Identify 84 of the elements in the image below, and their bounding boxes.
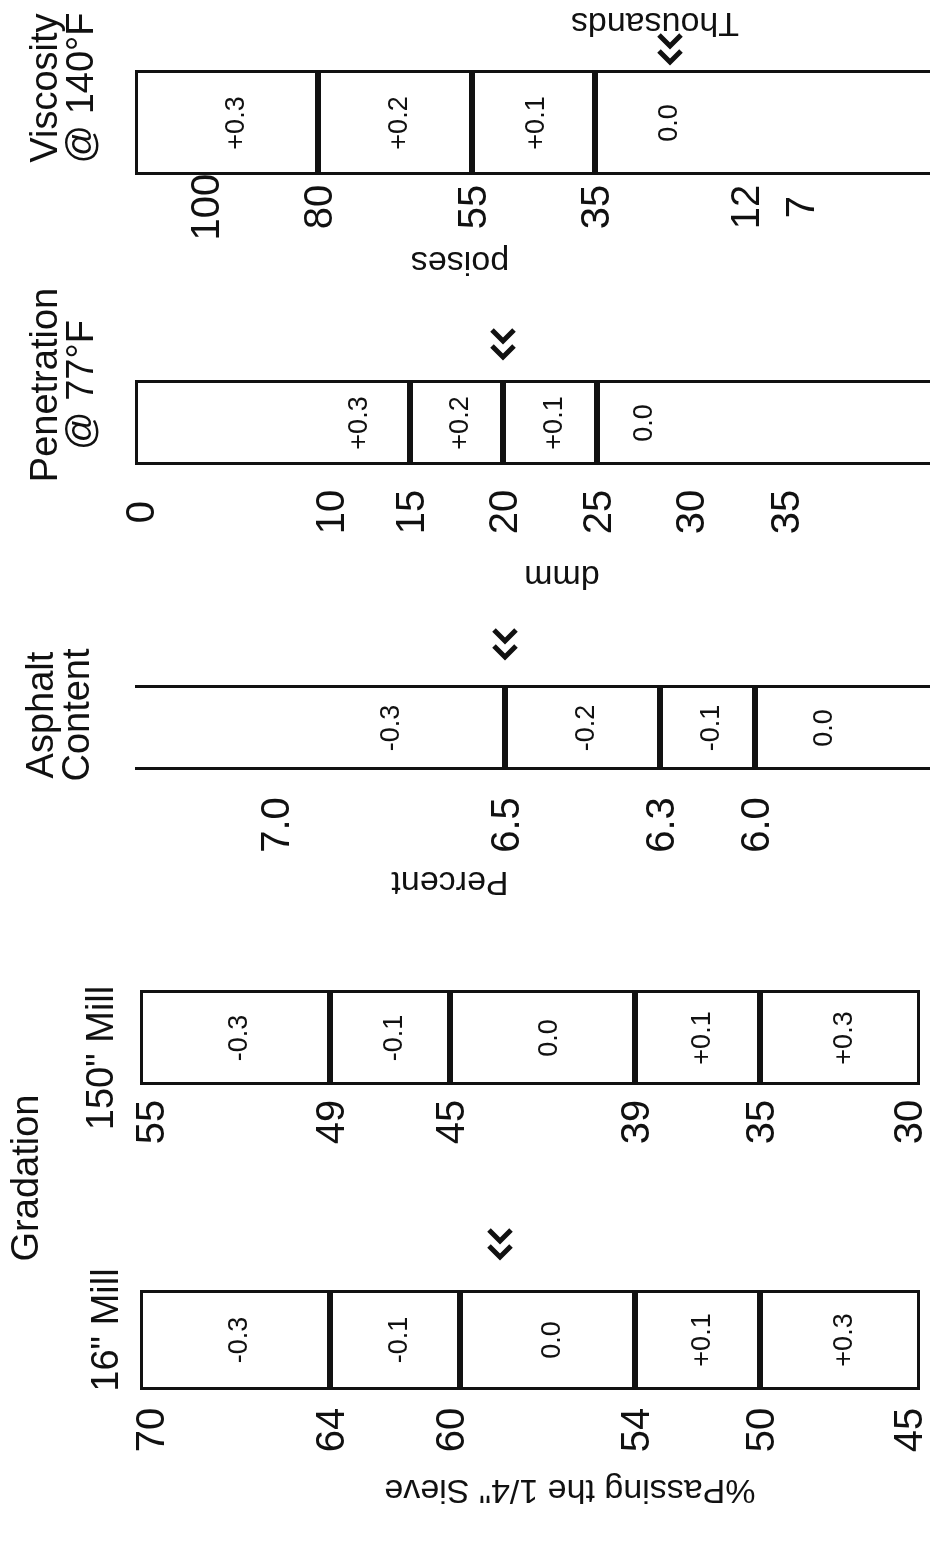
adjustment-value: +0.2 [384, 95, 412, 150]
scale-number: 30 [888, 1099, 928, 1145]
adjustment-value: -0.3 [224, 1014, 252, 1061]
scale-number: 35 [765, 489, 805, 535]
scale-number: 15 [390, 489, 430, 535]
scale-number: 45 [430, 1099, 470, 1145]
scale-number: 54 [615, 1407, 655, 1453]
scale-number: 30 [670, 489, 710, 535]
scale-segment [135, 380, 410, 465]
scale-number: 12 [725, 184, 765, 230]
scale-number: 55 [452, 184, 492, 230]
scale-number: 70 [130, 1407, 170, 1453]
adjustment-value: +0.1 [539, 395, 567, 450]
scale-number: 50 [740, 1407, 780, 1453]
scale-segment [330, 990, 450, 1085]
scale-number: 35 [575, 184, 615, 230]
scale-number: 39 [615, 1099, 655, 1145]
scale-number: 35 [740, 1099, 780, 1145]
scale-segment [460, 1290, 635, 1390]
adjustment-value: +0.1 [521, 95, 549, 150]
adjustment-value: +0.2 [445, 395, 473, 450]
panel-subtitle: 150" Mill [81, 985, 119, 1131]
scale-segment [472, 70, 595, 175]
scale-number: 0 [120, 500, 160, 524]
scale-segment [760, 1290, 920, 1390]
adjustment-value: -0.1 [384, 1316, 412, 1364]
scale-number: 6.0 [735, 797, 775, 853]
adjustment-value: -0.2 [571, 704, 599, 751]
axis-unit-label: Percent [391, 867, 509, 901]
scale-number: 7.0 [255, 797, 295, 853]
scale-segment [410, 380, 503, 465]
adjustment-value: 0.0 [534, 1018, 562, 1057]
adjustment-value: -0.3 [376, 704, 404, 751]
panel-subtitle: 16" Mill [86, 1268, 124, 1392]
scale-number: 6.5 [485, 797, 525, 853]
scale-number: 45 [888, 1407, 928, 1453]
scale-segment [330, 1290, 460, 1390]
adjustment-value: -0.1 [379, 1014, 407, 1061]
adjustment-value: +0.1 [687, 1010, 715, 1065]
scale-segment [140, 1290, 330, 1390]
adjustment-value: +0.3 [344, 395, 372, 450]
scale-number: 25 [577, 489, 617, 535]
adjustment-value: -0.1 [696, 704, 724, 751]
adjustment-value: 0.0 [809, 708, 837, 747]
scale-number: 10 [310, 489, 350, 535]
scale-segment [595, 70, 930, 175]
adjustment-value: 0.0 [654, 103, 682, 142]
scale-number: 55 [130, 1099, 170, 1145]
adjustment-value: +0.3 [221, 95, 249, 150]
scale-number: 7 [780, 195, 820, 219]
panel-title: Gradation [6, 1094, 44, 1262]
panel-title: Asphalt Content [21, 647, 95, 784]
scale-segment [135, 685, 505, 770]
scale-segment [135, 70, 318, 175]
scale-number: 20 [483, 489, 523, 535]
scale-number: 49 [310, 1099, 350, 1145]
scale-segment [660, 685, 755, 770]
scale-segment [503, 380, 597, 465]
adjustment-value: 0.0 [629, 403, 657, 442]
adjustment-value: +0.3 [829, 1313, 857, 1367]
adjustment-value: 0.0 [537, 1321, 565, 1359]
scale-segment [755, 685, 930, 770]
axis-unit-label: dmm [524, 561, 600, 595]
axis-unit-label: poises [410, 247, 510, 281]
scale-segment [597, 380, 930, 465]
adjustment-value: +0.3 [829, 1010, 857, 1065]
panel-title: Viscosity @ 140°F [25, 11, 99, 166]
scale-number: 100 [185, 173, 225, 241]
scale-number: 6.3 [640, 797, 680, 853]
scale-number: 64 [310, 1407, 350, 1453]
adjustment-value: -0.3 [224, 1316, 252, 1364]
panel-title: Penetration @ 77°F [25, 286, 99, 485]
scale-segment [760, 990, 920, 1085]
scale-segment [140, 990, 330, 1085]
scale-segment [318, 70, 472, 175]
axis-unit-label: Thousands [570, 8, 740, 42]
adjustment-value: +0.1 [687, 1313, 715, 1367]
scale-segment [635, 1290, 760, 1390]
scale-segment [505, 685, 660, 770]
scale-segment [635, 990, 760, 1085]
scale-number: 60 [430, 1407, 470, 1453]
scale-segment [450, 990, 635, 1085]
axis-unit-label: %Passing the 1/4" Sieve [384, 1475, 756, 1509]
scale-number: 80 [298, 184, 338, 230]
